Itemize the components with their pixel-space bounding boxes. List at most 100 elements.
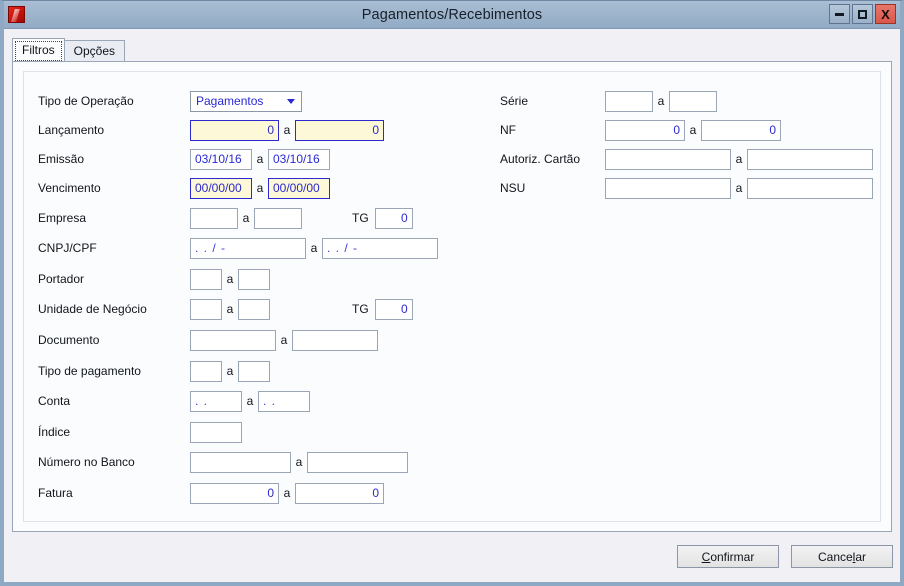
range-separator: a — [256, 152, 264, 166]
row-serie: Série a — [500, 90, 900, 112]
label-indice: Índice — [38, 425, 71, 439]
row-vencimento: Vencimento 00/00/00 a 00/00/00 — [38, 177, 458, 199]
input-vencimento-to[interactable]: 00/00/00 — [268, 177, 330, 199]
row-tipo-de-pagamento: Tipo de pagamento a — [38, 360, 458, 382]
input-cnpj-cpf-to[interactable]: . . / - — [322, 237, 438, 259]
label-unidade-de-negocio: Unidade de Negócio — [38, 302, 147, 316]
label-lancamento: Lançamento — [38, 123, 105, 137]
label-serie: Série — [500, 94, 529, 108]
input-emissao-from[interactable]: 03/10/16 — [190, 148, 252, 170]
input-unidade-de-negocio-to[interactable] — [238, 298, 270, 320]
range-separator: a — [246, 394, 254, 408]
label-nf: NF — [500, 123, 516, 137]
input-empresa-tg[interactable]: 0 — [374, 207, 413, 229]
row-portador: Portador a — [38, 268, 458, 290]
row-tipo-de-operacao: Tipo de Operação Pagamentos — [38, 90, 458, 112]
close-button[interactable]: X — [875, 4, 896, 24]
input-documento-to[interactable] — [292, 329, 378, 351]
input-fatura-to[interactable]: 0 — [295, 482, 384, 504]
label-numero-no-banco: Número no Banco — [38, 455, 135, 469]
row-autoriz-cartao: Autoriz. Cartão a — [500, 148, 900, 170]
range-separator: a — [657, 94, 665, 108]
confirm-button-label: onfirmar — [710, 549, 755, 564]
label-empresa: Empresa — [38, 211, 87, 225]
confirm-button-accel: C — [701, 549, 711, 564]
cancel-button-label-pre: Cance — [817, 549, 853, 564]
input-numero-no-banco-from[interactable] — [190, 451, 291, 473]
app-icon — [8, 6, 25, 23]
tab-panel-filtros: Tipo de Operação Pagamentos Lançamento 0… — [12, 61, 892, 532]
input-tipo-de-pagamento-from[interactable] — [190, 360, 222, 382]
input-empresa-from[interactable] — [190, 207, 238, 229]
input-emissao-to[interactable]: 03/10/16 — [268, 148, 330, 170]
title-bar[interactable]: Pagamentos/Recebimentos X — [4, 1, 900, 29]
range-separator: a — [735, 152, 743, 166]
label-emissao: Emissão — [38, 152, 85, 166]
input-portador-from[interactable] — [190, 268, 222, 290]
tab-filtros[interactable]: Filtros — [12, 38, 65, 61]
row-lancamento: Lançamento 0 a 0 — [38, 119, 458, 141]
row-unidade-de-negocio: Unidade de Negócio a TG 0 — [38, 298, 458, 320]
chevron-down-icon — [287, 99, 295, 104]
focus-ring — [15, 41, 62, 61]
input-conta-to[interactable]: . . — [258, 390, 310, 412]
minimize-button[interactable] — [829, 4, 850, 24]
input-autoriz-cartao-from[interactable] — [605, 148, 731, 170]
range-separator: a — [689, 123, 697, 137]
row-numero-no-banco: Número no Banco a — [38, 451, 458, 473]
input-fatura-from[interactable]: 0 — [190, 482, 279, 504]
input-nf-to[interactable]: 0 — [701, 119, 781, 141]
label-nsu: NSU — [500, 181, 526, 195]
input-numero-no-banco-to[interactable] — [307, 451, 408, 473]
row-cnpj-cpf: CNPJ/CPF . . / - a . . / - — [38, 237, 458, 259]
label-cnpj-cpf: CNPJ/CPF — [38, 241, 97, 255]
select-tipo-de-operacao[interactable]: Pagamentos — [190, 90, 302, 112]
input-indice[interactable] — [190, 421, 242, 443]
tab-opcoes[interactable]: Opções — [63, 40, 126, 61]
input-unidade-de-negocio-from[interactable] — [190, 298, 222, 320]
minimize-icon — [835, 12, 844, 16]
input-vencimento-from[interactable]: 00/00/00 — [190, 177, 252, 199]
row-fatura: Fatura 0 a 0 — [38, 482, 458, 504]
input-lancamento-to[interactable]: 0 — [295, 119, 384, 141]
range-separator: a — [226, 364, 234, 378]
label-autoriz-cartao: Autoriz. Cartão — [500, 152, 581, 166]
tab-opcoes-label: Opções — [73, 44, 116, 58]
input-nsu-from[interactable] — [605, 177, 731, 199]
label-vencimento: Vencimento — [38, 181, 101, 195]
filters-groupbox: Tipo de Operação Pagamentos Lançamento 0… — [23, 71, 881, 522]
row-documento: Documento a — [38, 329, 458, 351]
input-nsu-to[interactable] — [747, 177, 873, 199]
range-separator: a — [283, 486, 291, 500]
input-nf-from[interactable]: 0 — [605, 119, 685, 141]
range-separator: a — [242, 211, 250, 225]
input-tipo-de-pagamento-to[interactable] — [238, 360, 270, 382]
range-separator: a — [226, 302, 234, 316]
range-separator: a — [295, 455, 303, 469]
input-autoriz-cartao-to[interactable] — [747, 148, 873, 170]
range-separator: a — [735, 181, 743, 195]
input-serie-to[interactable] — [669, 90, 717, 112]
input-conta-from[interactable]: . . — [190, 390, 242, 412]
input-portador-to[interactable] — [238, 268, 270, 290]
row-empresa: Empresa a TG 0 — [38, 207, 458, 229]
input-cnpj-cpf-from[interactable]: . . / - — [190, 237, 306, 259]
range-separator: a — [226, 272, 234, 286]
maximize-button[interactable] — [852, 4, 873, 24]
input-unidade-de-negocio-tg[interactable]: 0 — [374, 298, 413, 320]
label-portador: Portador — [38, 272, 85, 286]
input-empresa-to[interactable] — [254, 207, 302, 229]
input-serie-from[interactable] — [605, 90, 653, 112]
input-lancamento-from[interactable]: 0 — [190, 119, 279, 141]
cancel-button-accel: l — [852, 549, 856, 564]
tab-strip: Filtros Opções — [12, 38, 900, 61]
input-documento-from[interactable] — [190, 329, 276, 351]
label-conta: Conta — [38, 394, 71, 408]
label-empresa-tg: TG — [352, 211, 369, 225]
label-documento: Documento — [38, 333, 100, 347]
label-tipo-de-operacao: Tipo de Operação — [38, 94, 134, 108]
